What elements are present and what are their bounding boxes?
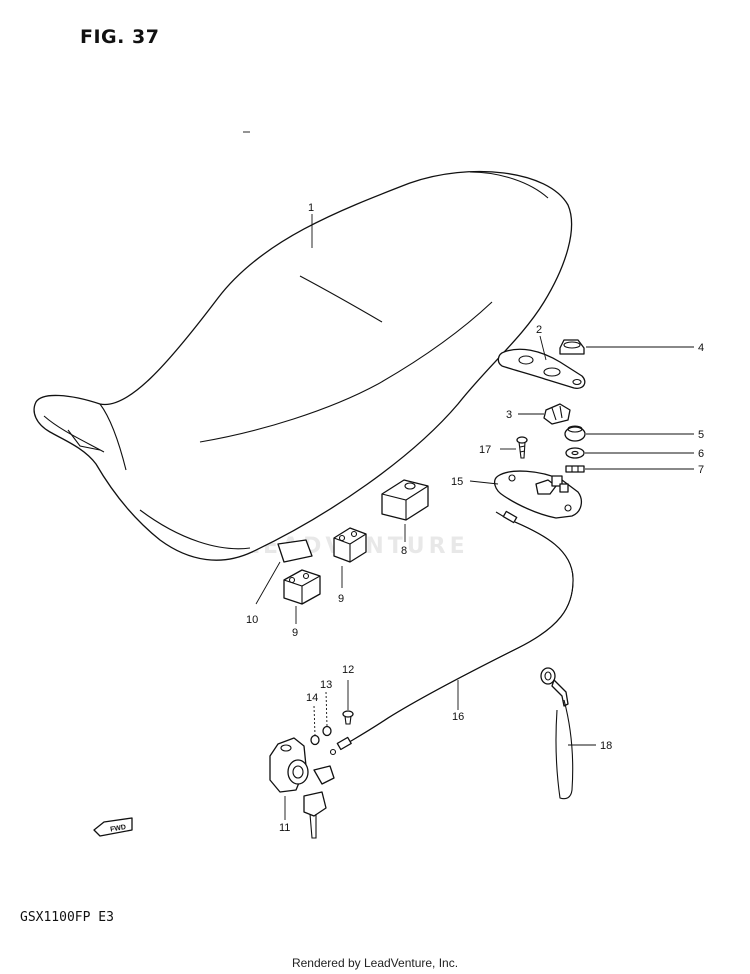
callout-5[interactable]: 5 (698, 429, 704, 441)
fwd-arrow-icon: FWD (93, 817, 133, 837)
callout-18[interactable]: 18 (600, 740, 612, 752)
leader-line-10 (255, 561, 281, 605)
callout-4[interactable]: 4 (698, 342, 704, 354)
callout-12[interactable]: 12 (342, 664, 354, 676)
callout-3[interactable]: 3 (506, 409, 512, 421)
callout-13[interactable]: 13 (320, 679, 332, 691)
seat-bracket-part[interactable] (497, 348, 586, 389)
seat-rubber-8-part[interactable] (381, 479, 429, 521)
lock-washer-14-part[interactable] (310, 734, 320, 746)
callout-8[interactable]: 8 (401, 545, 407, 557)
lock-screw-part[interactable] (342, 710, 354, 725)
leader-line-13 (325, 691, 328, 727)
cushion-top-part[interactable] (559, 339, 585, 355)
leader-line-15 (469, 480, 499, 485)
nut-part[interactable] (565, 465, 585, 473)
callout-15[interactable]: 15 (451, 476, 463, 488)
callout-1[interactable]: 1 (308, 202, 314, 214)
callout-9b[interactable]: 9 (292, 627, 298, 639)
fwd-label: FWD (110, 824, 127, 834)
model-code: GSX1100FP E3 (20, 910, 114, 925)
callout-10[interactable]: 10 (246, 614, 258, 626)
callout-6[interactable]: 6 (698, 448, 704, 460)
lock-washer-13-part[interactable] (322, 725, 332, 737)
callout-16[interactable]: 16 (452, 711, 464, 723)
seat-lock-plate-part[interactable] (493, 470, 583, 519)
figure-title: FIG. 37 (80, 26, 160, 48)
callout-2[interactable]: 2 (536, 324, 542, 336)
seat-band-part[interactable] (277, 539, 313, 563)
washer-part[interactable] (565, 447, 585, 459)
seat-lock-part[interactable] (269, 737, 335, 839)
seat-lock-cable-part[interactable] (329, 510, 574, 756)
damper-part[interactable] (543, 403, 571, 425)
helmet-cable-part[interactable] (540, 667, 574, 800)
screw-part[interactable] (516, 436, 528, 459)
seat-rubber-9a-part[interactable] (333, 527, 367, 563)
seat-part[interactable] (33, 170, 573, 561)
callout-7[interactable]: 7 (698, 464, 704, 476)
leader-line-2 (539, 335, 547, 361)
callout-17[interactable]: 17 (479, 444, 491, 456)
footer-credit: Rendered by LeadVenture, Inc. (291, 956, 459, 970)
seat-rubber-9b-part[interactable] (283, 569, 321, 605)
leader-line-14 (313, 705, 316, 736)
callout-14[interactable]: 14 (306, 692, 318, 704)
cushion-bottom-part[interactable] (564, 425, 586, 442)
callout-9a[interactable]: 9 (338, 593, 344, 605)
callout-11[interactable]: 11 (279, 822, 290, 834)
